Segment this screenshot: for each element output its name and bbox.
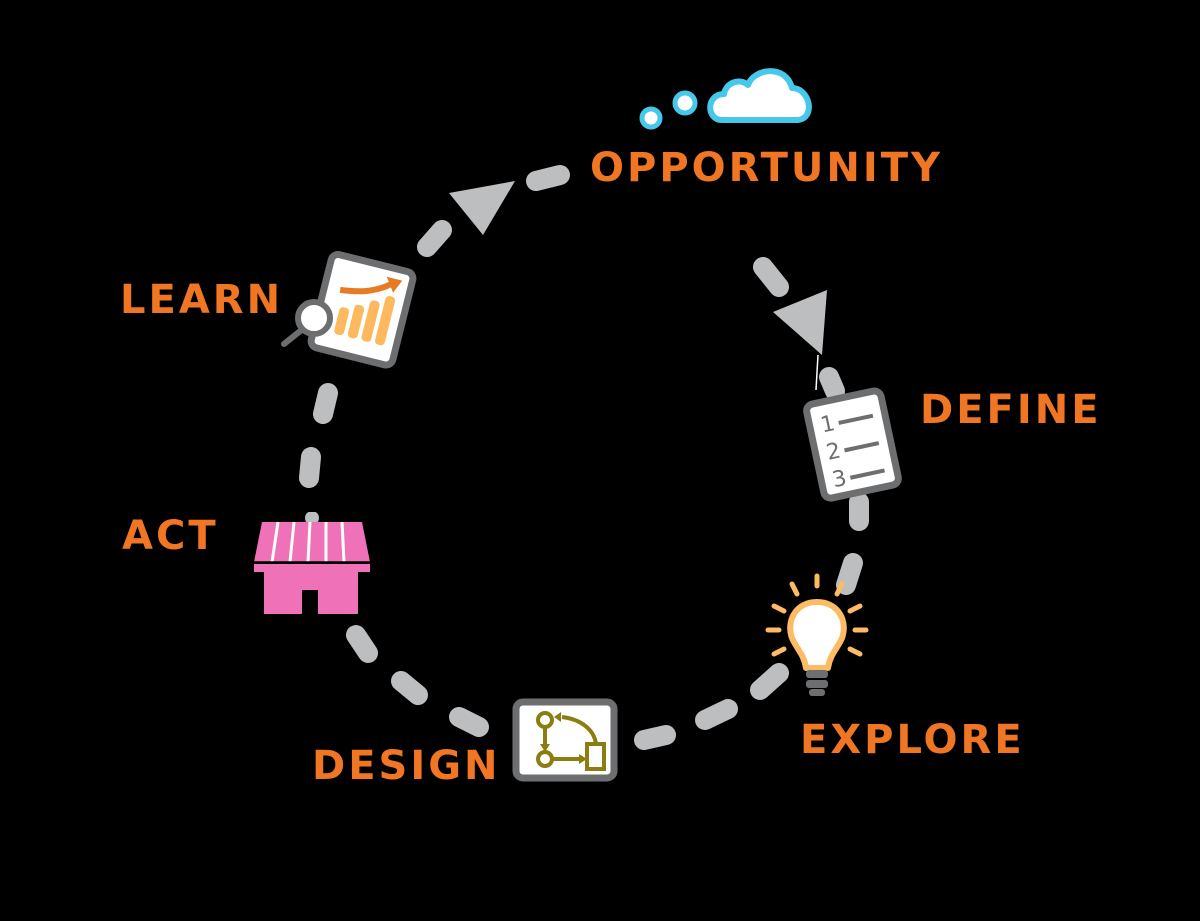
stage-label-define: DEFINE [920,387,1102,433]
stage-label-design: DESIGN [312,743,501,789]
lightbulb-icon [765,573,869,696]
path-dash [391,671,428,705]
path-dash [750,663,789,700]
numbered-list-icon: 1 2 3 [803,387,902,502]
cloud-thought-icon [639,68,812,130]
svg-text:1: 1 [818,411,837,438]
stage-label-explore: EXPLORE [800,717,1025,763]
path-dash [346,625,378,663]
connector-line [815,354,819,391]
flowchart-icon [512,698,618,782]
stage-label-opportunity: OPPORTUNITY [590,145,944,191]
stage-label-learn: LEARN [120,277,284,323]
path-dash [313,383,338,424]
path-dash [417,220,452,257]
arrowhead-icon [773,290,827,355]
path-dash [753,257,789,297]
path-dash [695,699,738,730]
path-dash [836,553,863,595]
path-dash [634,725,676,750]
svg-text:3: 3 [830,466,849,493]
stage-label-act: ACT [122,513,219,559]
svg-text:2: 2 [824,438,843,465]
path-dash [299,447,321,488]
storefront-icon [254,512,370,614]
chart-magnifier-icon [281,251,417,369]
arrowhead-icon [449,181,515,235]
path-dash [526,165,570,191]
path-dash [819,367,845,401]
path-dash [449,707,489,737]
